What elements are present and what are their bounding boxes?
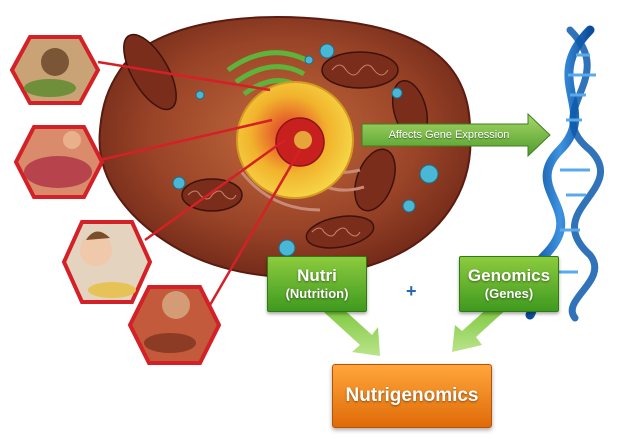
affects-arrow	[361, 112, 551, 158]
genomics-down-arrow	[452, 306, 510, 352]
result-title: Nutrigenomics	[345, 385, 479, 406]
affects-gene-expression-label: Affects Gene Expression	[388, 129, 510, 141]
plus-sign: +	[406, 281, 417, 301]
nutrition-box: Nutri (Nutrition)	[267, 256, 367, 312]
food-photo-hexagon	[61, 220, 153, 304]
connector-lines	[97, 60, 302, 306]
genomics-box: Genomics (Genes)	[459, 256, 559, 312]
food-photo-hexagon	[127, 285, 222, 365]
cell-illustration	[98, 16, 472, 279]
nutrigenomics-box: Nutrigenomics	[332, 364, 492, 428]
nutri-subtitle: (Nutrition)	[285, 286, 349, 301]
genomics-subtitle: (Genes)	[484, 286, 534, 301]
genomics-title: Genomics	[467, 266, 551, 285]
food-photo-hexagon	[9, 35, 101, 105]
nutri-title: Nutri	[297, 266, 337, 285]
food-photo-hexagon	[13, 125, 105, 199]
nutri-down-arrow	[318, 306, 380, 356]
